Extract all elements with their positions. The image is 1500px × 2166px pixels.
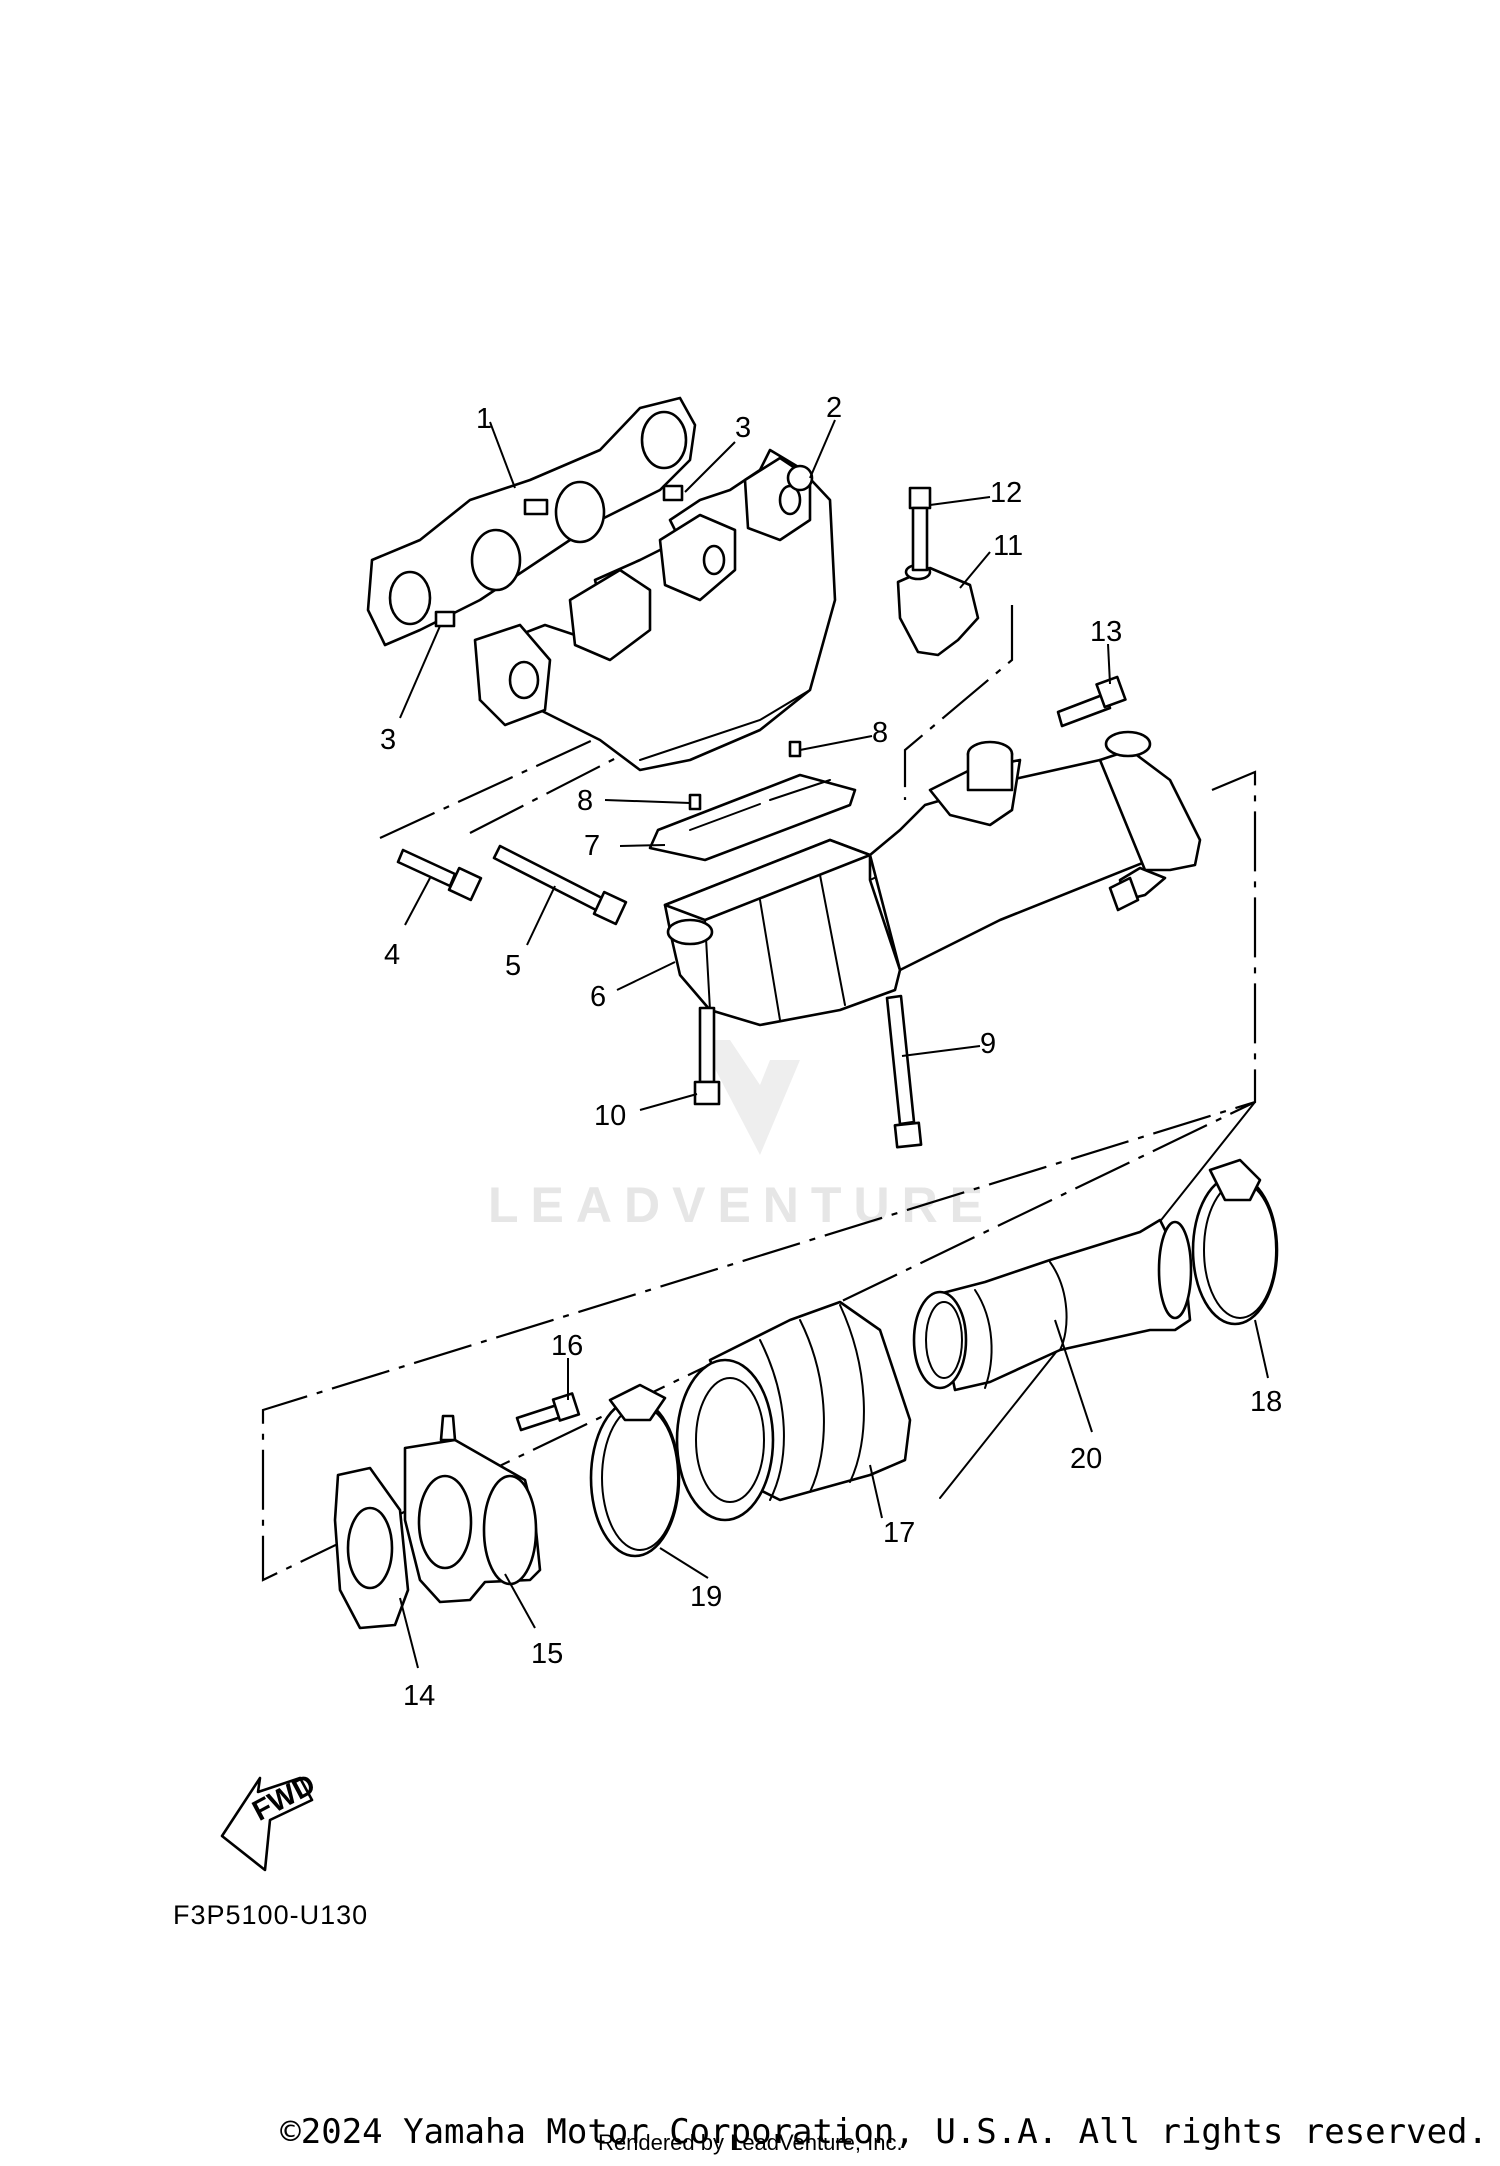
part-9-bolt: [885, 994, 923, 1149]
callout-3: 3: [735, 412, 751, 444]
callout-10: 10: [594, 1100, 626, 1132]
callout-20: 20: [1070, 1443, 1102, 1475]
callout-8: 8: [872, 717, 888, 749]
fwd-label: FWD: [247, 1768, 320, 1827]
callout-1: 1: [476, 403, 492, 435]
part-1-exhaust-gasket: [366, 396, 697, 647]
callouts: 1 2 3 3 4 5 6 7 8 8 9 10 11 12 13 14 15: [380, 392, 1282, 1712]
part-3-dowel-pin: [662, 484, 684, 502]
callout-19: 19: [690, 1581, 722, 1613]
callout-5: 5: [505, 950, 521, 982]
part-17-rubber-hose: [675, 1300, 912, 1522]
callout-18: 18: [1250, 1386, 1282, 1418]
part-11-bracket: [896, 563, 980, 657]
part-3-dowel-pin: [434, 610, 456, 628]
part-15-joint-flange: [403, 1414, 542, 1604]
part-6-exhaust-chamber: [663, 814, 1011, 1027]
callout-16: 16: [551, 1330, 583, 1362]
callout-15: 15: [531, 1638, 563, 1670]
callout-17: 17: [883, 1517, 915, 1549]
callout-7: 7: [584, 830, 600, 862]
callout-6: 6: [590, 981, 606, 1013]
part-4-bolt: [396, 848, 483, 902]
part-12-bolt: [908, 486, 932, 572]
part-8-dowel: [688, 793, 702, 811]
callout-13: 13: [1090, 616, 1122, 648]
callout-8: 8: [577, 785, 593, 817]
part-16-bolt: [515, 1392, 581, 1432]
part-2-exhaust-manifold: [473, 448, 837, 772]
part-5-bolt: [492, 844, 628, 926]
part-8-dowel: [788, 740, 802, 758]
copyright: ©2024 Yamaha Motor Corporation, U.S.A. A…: [280, 2112, 1488, 2152]
part-13-bolt: [1056, 675, 1127, 728]
callout-4: 4: [384, 939, 400, 971]
callout-14: 14: [403, 1680, 435, 1712]
part-14-flange-gasket: [333, 1466, 410, 1630]
watermark-text: LEADVENTURE: [488, 1177, 995, 1233]
watermark: LEADVENTURE: [488, 1040, 995, 1233]
callout-11: 11: [993, 530, 1023, 562]
rendered-by: Rendered by LeadVenture, Inc.: [598, 2130, 903, 2155]
callout-2: 2: [826, 392, 842, 424]
part-20-outlet-pipe: [912, 1218, 1193, 1392]
exhaust-pipe: [868, 730, 1202, 972]
callout-3: 3: [380, 724, 396, 756]
part-19-hose-clamp: [589, 1383, 681, 1558]
part-7-gasket: [648, 773, 857, 862]
figure-code: F3P5100-U130: [173, 1900, 369, 1930]
callout-9: 9: [980, 1028, 996, 1060]
part-10-bolt: [693, 1006, 721, 1106]
fwd-arrow-icon: FWD: [220, 1768, 321, 1872]
part-18-hose-clamp: [1191, 1158, 1279, 1326]
callout-12: 12: [990, 477, 1022, 509]
